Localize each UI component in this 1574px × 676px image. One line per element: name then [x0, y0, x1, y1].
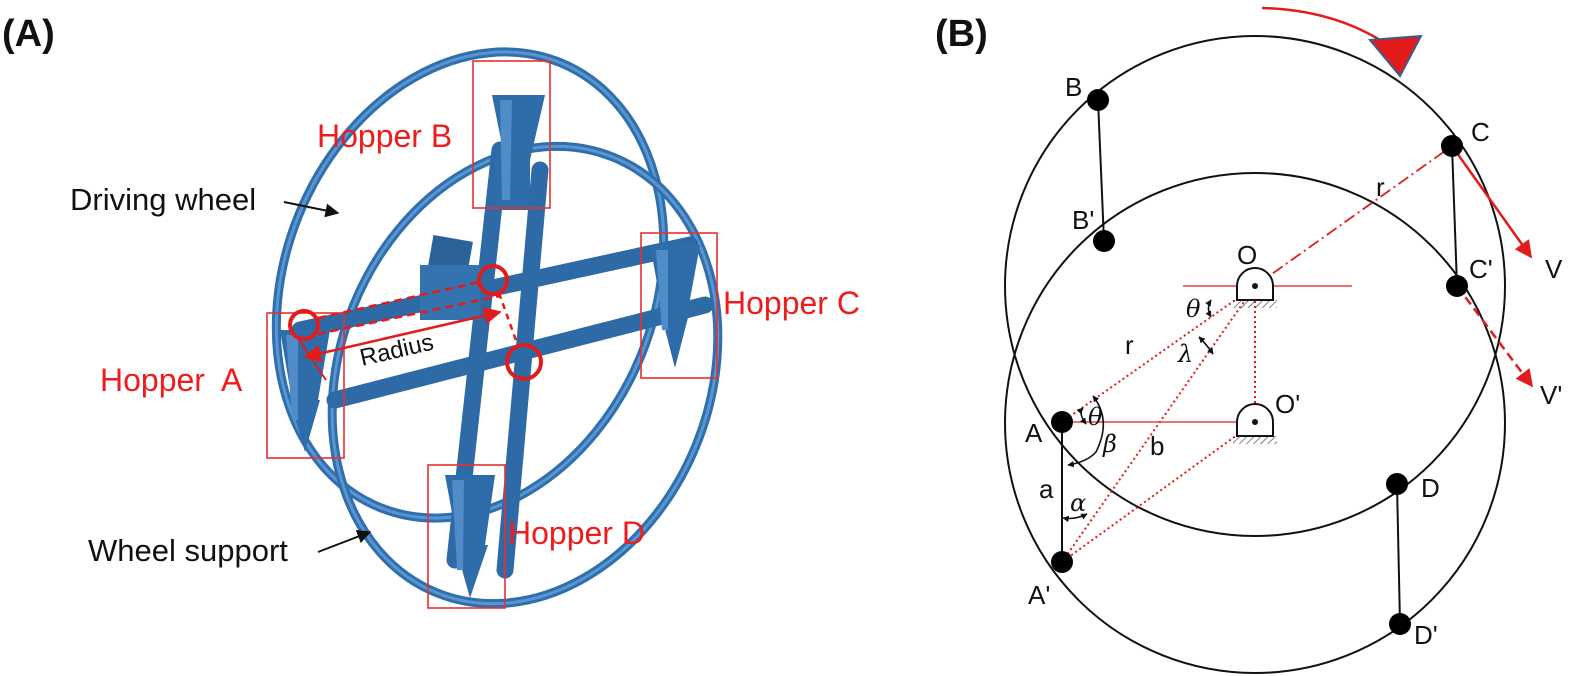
right-vertical-bar	[496, 161, 549, 579]
hopper-d-shape	[445, 475, 495, 598]
radius-oc	[1254, 145, 1453, 287]
hopper-c-shape	[650, 245, 700, 368]
radius-arrow	[303, 307, 502, 362]
lambda-arc	[1198, 336, 1214, 355]
pivot-circle-hub	[477, 264, 509, 296]
velocity-v	[1450, 145, 1533, 259]
point-d-prime	[1389, 613, 1411, 635]
wheel-support-label: Wheel support	[88, 533, 288, 568]
label-v: V	[1545, 254, 1563, 284]
hopper-d-label: Hopper D	[508, 515, 645, 551]
rotation-arrowhead	[1367, 34, 1423, 78]
panel-b: (B)	[935, 6, 1563, 674]
theta-arc-top	[1205, 299, 1212, 318]
hopper-c-label: Hopper C	[723, 285, 860, 321]
label-theta-a: θ	[1088, 403, 1103, 431]
point-b-prime	[1093, 230, 1115, 252]
hopper-links	[1061, 99, 1458, 625]
lower-circle	[1004, 172, 1506, 674]
point-c	[1441, 135, 1463, 157]
point-b	[1087, 89, 1109, 111]
panel-a: (A)	[2, 13, 860, 609]
point-d	[1386, 473, 1408, 495]
upper-circle	[1004, 35, 1506, 537]
alpha-arc	[1062, 513, 1088, 523]
label-b-length: b	[1150, 431, 1164, 461]
hopper-b-box	[472, 60, 551, 209]
label-b: B	[1065, 72, 1082, 102]
label-c-prime: C'	[1469, 254, 1493, 284]
point-a	[1051, 411, 1073, 433]
pivot-o-prime	[1233, 403, 1277, 444]
label-v-prime: V'	[1540, 380, 1562, 410]
label-theta-top: θ	[1186, 295, 1201, 323]
driving-wheel-label: Driving wheel	[70, 182, 256, 217]
radius-annotation	[288, 264, 543, 381]
point-a-prime	[1051, 551, 1073, 573]
label-d: D	[1421, 473, 1440, 503]
wheel-support-leader	[317, 529, 372, 553]
label-c: C	[1471, 117, 1490, 147]
label-a: A	[1025, 418, 1043, 448]
label-beta: β	[1102, 430, 1117, 458]
pivot-o	[1233, 267, 1277, 308]
pivot-circle-lower	[505, 343, 543, 381]
label-o: O	[1237, 240, 1257, 270]
hopper-b-shape	[492, 95, 545, 210]
driving-wheel-leader	[283, 201, 340, 218]
label-alpha: α	[1070, 489, 1086, 517]
panel-b-label: (B)	[935, 13, 988, 55]
label-o-prime: O'	[1275, 389, 1300, 419]
panel-a-label: (A)	[2, 13, 55, 55]
label-a-prime: A'	[1028, 580, 1050, 610]
label-a-length: a	[1039, 474, 1054, 504]
label-d-prime: D'	[1414, 620, 1438, 650]
hopper-points	[1051, 89, 1468, 635]
hopper-a-label: Hopper A	[100, 362, 243, 398]
hub-block	[420, 265, 480, 320]
label-r-left: r	[1125, 330, 1134, 360]
hopper-b-label: Hopper B	[317, 118, 452, 154]
hopper-c-box	[640, 232, 718, 379]
label-lambda: λ	[1177, 340, 1193, 368]
beta-arc	[1067, 395, 1105, 468]
label-b-prime: B'	[1072, 205, 1094, 235]
velocity-v-prime	[1456, 285, 1534, 388]
point-c-prime	[1446, 275, 1468, 297]
hopper-d-box	[427, 464, 506, 609]
label-r-top: r	[1376, 172, 1385, 202]
